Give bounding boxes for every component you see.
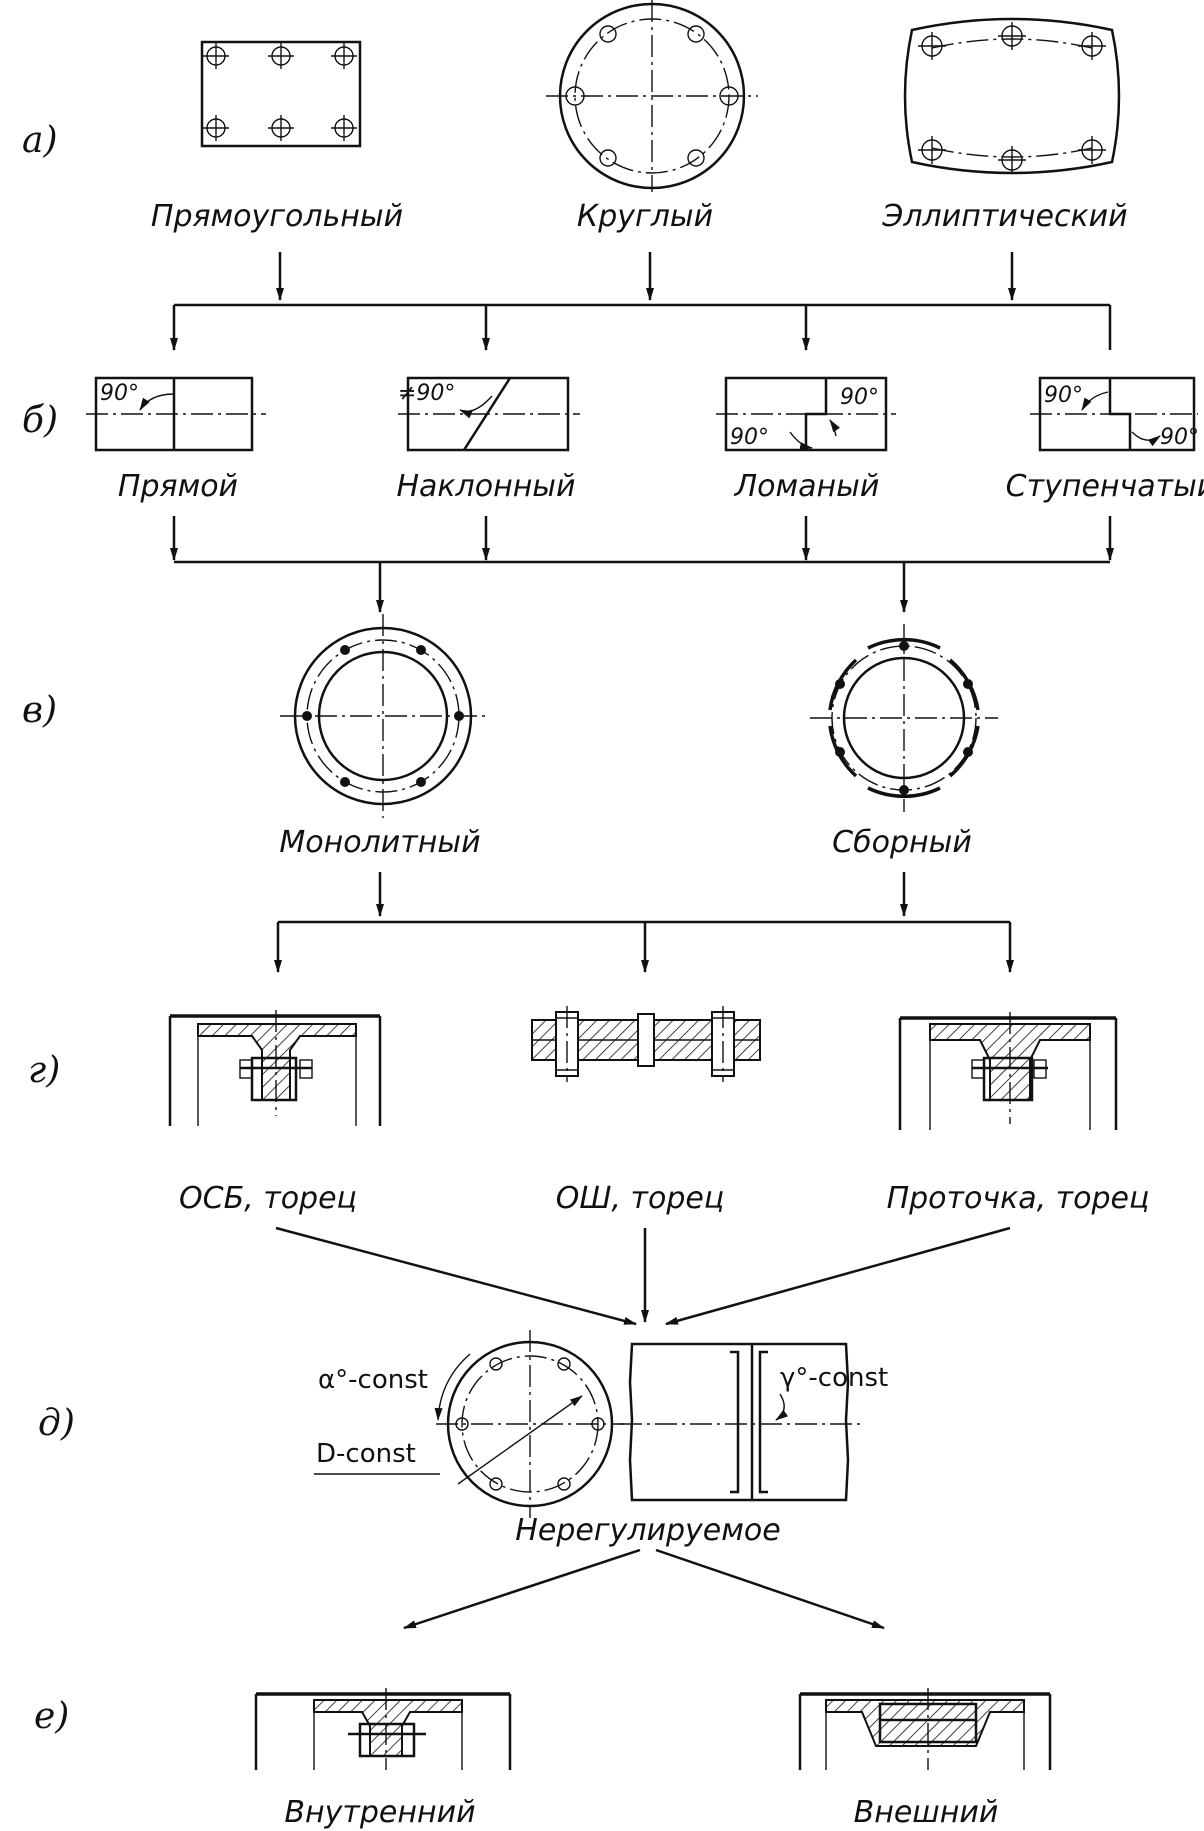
- label-unregulated: Нерегулируемое: [515, 1513, 780, 1548]
- inclined-joint-figure: [398, 376, 580, 452]
- row-letter-d: д): [38, 1403, 75, 1444]
- row-letter-v: в): [22, 690, 57, 731]
- d-const-label: D-const: [316, 1439, 416, 1469]
- straight-joint-figure: [86, 376, 266, 452]
- label-broken: Ломаный: [734, 469, 880, 504]
- label-stepped: Ступенчатый: [1006, 469, 1204, 504]
- label-inclined: Наклонный: [396, 469, 575, 504]
- label-round: Круглый: [577, 199, 713, 234]
- connector-d-e: [403, 1548, 885, 1630]
- label-osb-end: ОСБ, торец: [179, 1181, 357, 1216]
- stepped-joint-figure: [1030, 376, 1198, 452]
- rectangular-flange-figure: [200, 40, 362, 148]
- monolithic-ring-figure: [280, 614, 486, 818]
- connector-b-v: [170, 516, 1114, 613]
- broken-joint-figure: [716, 376, 896, 452]
- inclined-joint-angle: ≠90°: [398, 381, 455, 406]
- connector-v-g: [274, 872, 1014, 973]
- label-internal: Внутренний: [284, 1795, 475, 1830]
- label-assembled: Сборный: [832, 825, 972, 860]
- elliptical-flange-figure: [903, 17, 1121, 175]
- stepped-joint-angle-bottom: 90°: [1160, 425, 1199, 450]
- broken-joint-angle-bottom: 90°: [730, 425, 769, 450]
- row-letter-a: а): [22, 120, 58, 161]
- groove-end-figure: [898, 1012, 1118, 1130]
- assembled-ring-figure: [810, 624, 998, 812]
- alpha-const-label: α°-const: [318, 1365, 428, 1395]
- external-connection-figure: [798, 1688, 1052, 1770]
- label-groove-end: Проточка, торец: [887, 1181, 1150, 1216]
- unregulated-pipe-figure: [620, 1342, 860, 1502]
- connector-a-b: [170, 252, 1112, 351]
- label-elliptical: Эллиптический: [881, 199, 1127, 234]
- internal-connection-figure: [254, 1688, 512, 1770]
- row-letter-g: г): [28, 1050, 60, 1091]
- broken-joint-angle-top: 90°: [840, 385, 879, 410]
- unregulated-ring-figure: [314, 1330, 624, 1518]
- label-external: Внешний: [854, 1795, 999, 1830]
- osh-end-figure: [531, 1006, 761, 1082]
- osb-end-figure: [168, 1010, 382, 1126]
- label-rectangular: Прямоугольный: [151, 199, 403, 234]
- label-straight: Прямой: [118, 469, 238, 504]
- label-osh-end: ОШ, торец: [556, 1181, 725, 1216]
- stepped-joint-angle-top: 90°: [1044, 383, 1083, 408]
- gamma-const-label: γ°-const: [780, 1363, 888, 1393]
- straight-joint-angle: 90°: [100, 381, 139, 406]
- row-letter-e: е): [34, 1696, 69, 1737]
- row-letter-b: б): [22, 400, 58, 441]
- connector-g-d: [275, 1226, 1011, 1326]
- label-monolithic: Монолитный: [279, 825, 480, 860]
- round-flange-figure: [546, 0, 758, 192]
